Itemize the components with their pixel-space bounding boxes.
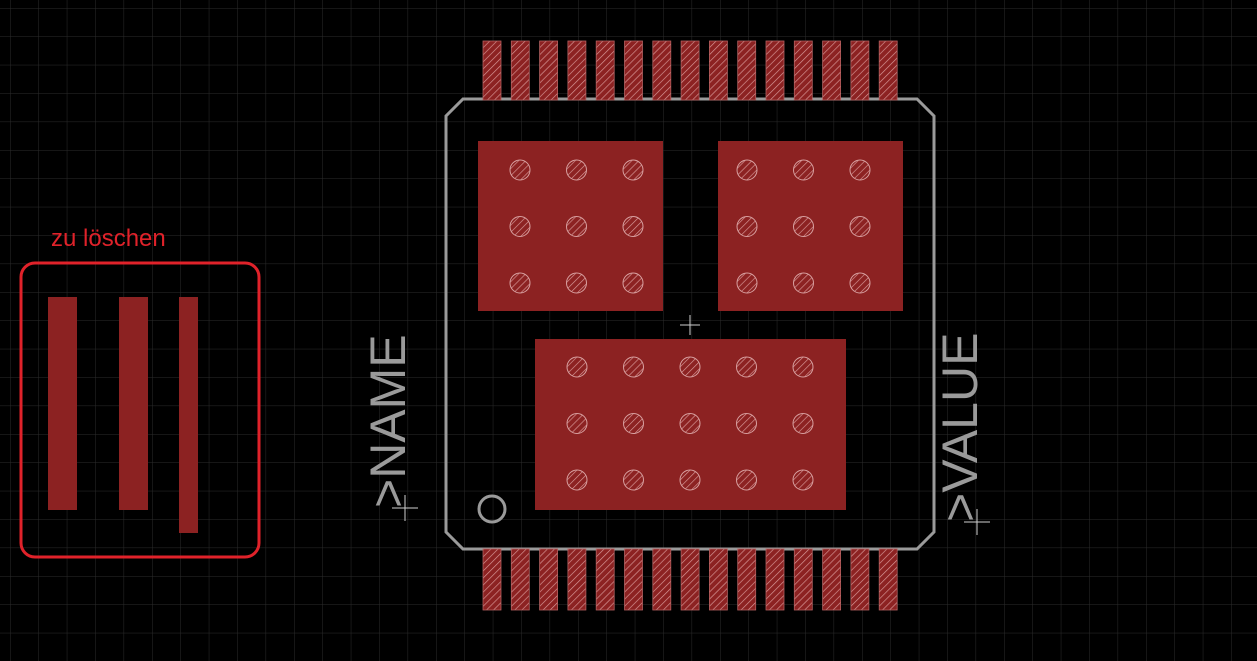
top-pin-5[interactable] [595,40,615,101]
bottom-pin-8[interactable] [680,548,700,611]
bottom-pin-3[interactable] [539,548,558,611]
via-array [509,159,871,491]
copper-bar-3[interactable] [179,297,198,533]
value-origin-cross [964,509,990,535]
copper-bar-1[interactable] [48,297,77,510]
name-origin-cross [392,495,418,521]
via-pad3-r1c3[interactable] [679,356,701,378]
via-pad2-r2c2[interactable] [793,216,814,237]
top-pin-13[interactable] [822,40,841,101]
bottom-pin-10[interactable] [737,548,757,611]
via-pad2-r1c1[interactable] [736,159,758,181]
value-label[interactable]: >VALUE [932,333,988,522]
bottom-pin-5[interactable] [595,548,615,611]
via-pad3-r2c5[interactable] [792,413,814,434]
delete-annotation-label: zu löschen [51,225,166,252]
top-pin-9[interactable] [709,40,728,101]
pin1-marker [477,494,507,524]
via-pad3-r3c1[interactable] [566,469,588,491]
deletion-group[interactable] [19,261,261,559]
via-pad3-r1c2[interactable] [623,356,644,378]
via-pad1-r1c1[interactable] [509,159,531,181]
bottom-pin-12[interactable] [793,548,813,611]
via-pad3-r2c4[interactable] [736,413,757,434]
top-pin-2[interactable] [510,40,530,101]
via-pad1-r3c1[interactable] [509,272,531,294]
top-pin-14[interactable] [850,40,870,101]
via-pad2-r3c2[interactable] [793,272,814,294]
via-pad1-r2c2[interactable] [566,216,587,237]
copper-bar-2[interactable] [119,297,148,510]
bottom-pin-13[interactable] [822,548,841,611]
top-pin-10[interactable] [737,40,757,101]
bottom-pin-2[interactable] [510,548,530,611]
via-pad3-r1c1[interactable] [566,356,588,378]
bottom-pin-1[interactable] [482,548,502,611]
via-pad2-r1c2[interactable] [793,159,814,181]
via-pad2-r2c1[interactable] [736,216,758,237]
bottom-pin-7[interactable] [652,548,672,611]
top-pin-7[interactable] [652,40,672,101]
top-pin-row [482,40,898,101]
bottom-pin-row [482,548,898,611]
via-pad2-r3c3[interactable] [849,272,871,294]
bottom-pin-4[interactable] [567,548,587,611]
via-pad3-r1c4[interactable] [736,356,757,378]
via-pad2-r1c3[interactable] [849,159,871,181]
top-pin-11[interactable] [765,40,785,101]
bottom-pin-14[interactable] [850,548,870,611]
top-pin-3[interactable] [539,40,558,101]
origin-cross [680,315,700,335]
via-pad3-r3c2[interactable] [623,469,644,491]
top-pin-1[interactable] [482,40,502,101]
via-pad3-r3c3[interactable] [679,469,701,491]
via-pad3-r3c4[interactable] [736,469,757,491]
via-pad1-r1c2[interactable] [566,159,587,181]
via-pad1-r2c3[interactable] [622,216,644,237]
top-pin-12[interactable] [793,40,813,101]
package-outline[interactable] [444,97,936,551]
top-pin-4[interactable] [567,40,587,101]
bottom-pin-6[interactable] [624,548,643,611]
via-pad2-r3c1[interactable] [736,272,758,294]
via-pad1-r2c1[interactable] [509,216,531,237]
via-pad3-r2c2[interactable] [623,413,644,434]
top-pin-15[interactable] [878,40,898,101]
deletion-frame [19,261,261,559]
bottom-pin-9[interactable] [709,548,728,611]
bottom-pin-11[interactable] [765,548,785,611]
via-pad3-r3c5[interactable] [792,469,814,491]
via-pad1-r3c3[interactable] [622,272,644,294]
via-pad3-r1c5[interactable] [792,356,814,378]
via-pad1-r3c2[interactable] [566,272,587,294]
top-pin-6[interactable] [624,40,643,101]
via-pad2-r2c3[interactable] [849,216,871,237]
name-label[interactable]: >NAME [360,334,416,508]
via-pad3-r2c1[interactable] [566,413,588,434]
bottom-pin-15[interactable] [878,548,898,611]
via-pad1-r1c3[interactable] [622,159,644,181]
via-pad3-r2c3[interactable] [679,413,701,434]
top-pin-8[interactable] [680,40,700,101]
